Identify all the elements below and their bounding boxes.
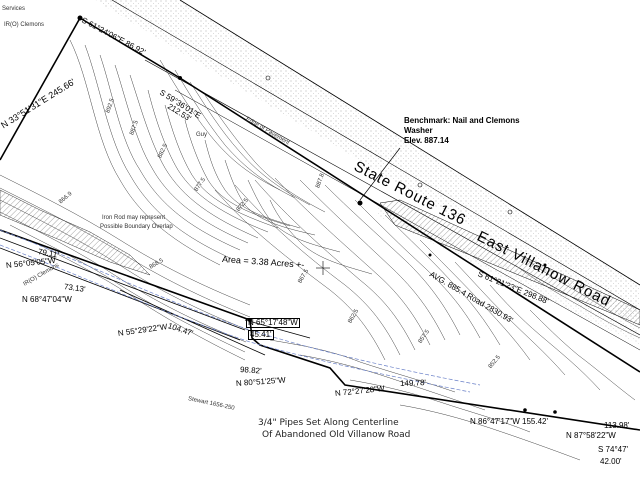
bearing-s4: N 87°58'22"W xyxy=(566,431,616,440)
benchmark-line1: Benchmark: Nail and Clemons xyxy=(404,116,520,125)
benchmark-line3: Elev. 887.14 xyxy=(404,136,449,145)
bearing-s1-dist: 98.82' xyxy=(239,365,262,376)
secondary-boundary xyxy=(0,237,311,356)
bearing-s4-dist: 113.98' xyxy=(604,421,630,430)
bearing-s5-dist: 42.00' xyxy=(600,457,622,466)
property-boundary xyxy=(0,17,640,431)
benchmark-line2: Washer xyxy=(404,126,433,135)
old-road-edges xyxy=(0,229,481,393)
guy-label: Guy xyxy=(196,132,208,138)
pipes-note-1: 3/4" Pipes Set Along Centerline xyxy=(258,418,399,428)
west-bank-hatch xyxy=(0,189,151,276)
iron-rod-note-2: Possible Boundary Overlap xyxy=(100,224,173,230)
bearing-s3: N 86°47'17"W xyxy=(470,417,520,426)
contour-lines xyxy=(0,39,640,461)
bearing-box1: N 65°17'48"W xyxy=(246,318,300,328)
iron-rod-note-1: Iron Rod may represent xyxy=(102,215,166,221)
pipes-note-2: Of Abandoned Old Villanow Road xyxy=(262,430,411,440)
driveway-hatch xyxy=(379,199,640,326)
road-edge-upper xyxy=(111,0,640,311)
bearing-s2-dist: 149.78' xyxy=(399,378,427,388)
services-label: Services xyxy=(2,6,26,12)
utility-poles xyxy=(265,75,513,215)
survey-markers xyxy=(77,15,557,414)
ip-clemons-north: IR(O) Clemons xyxy=(4,22,45,28)
bearing-box1-dist: 45.41' xyxy=(248,330,274,340)
bearing-w2: N 68°47'04"W xyxy=(22,295,72,304)
bearing-s5: S 74°47' xyxy=(598,445,629,454)
benchmark-leader xyxy=(359,147,401,201)
bearing-s3-dist: 155.42' xyxy=(522,417,548,426)
road-edge-north xyxy=(179,0,640,286)
benchmark-label: Benchmark: Nail and Clemons Washer Elev.… xyxy=(404,116,520,146)
